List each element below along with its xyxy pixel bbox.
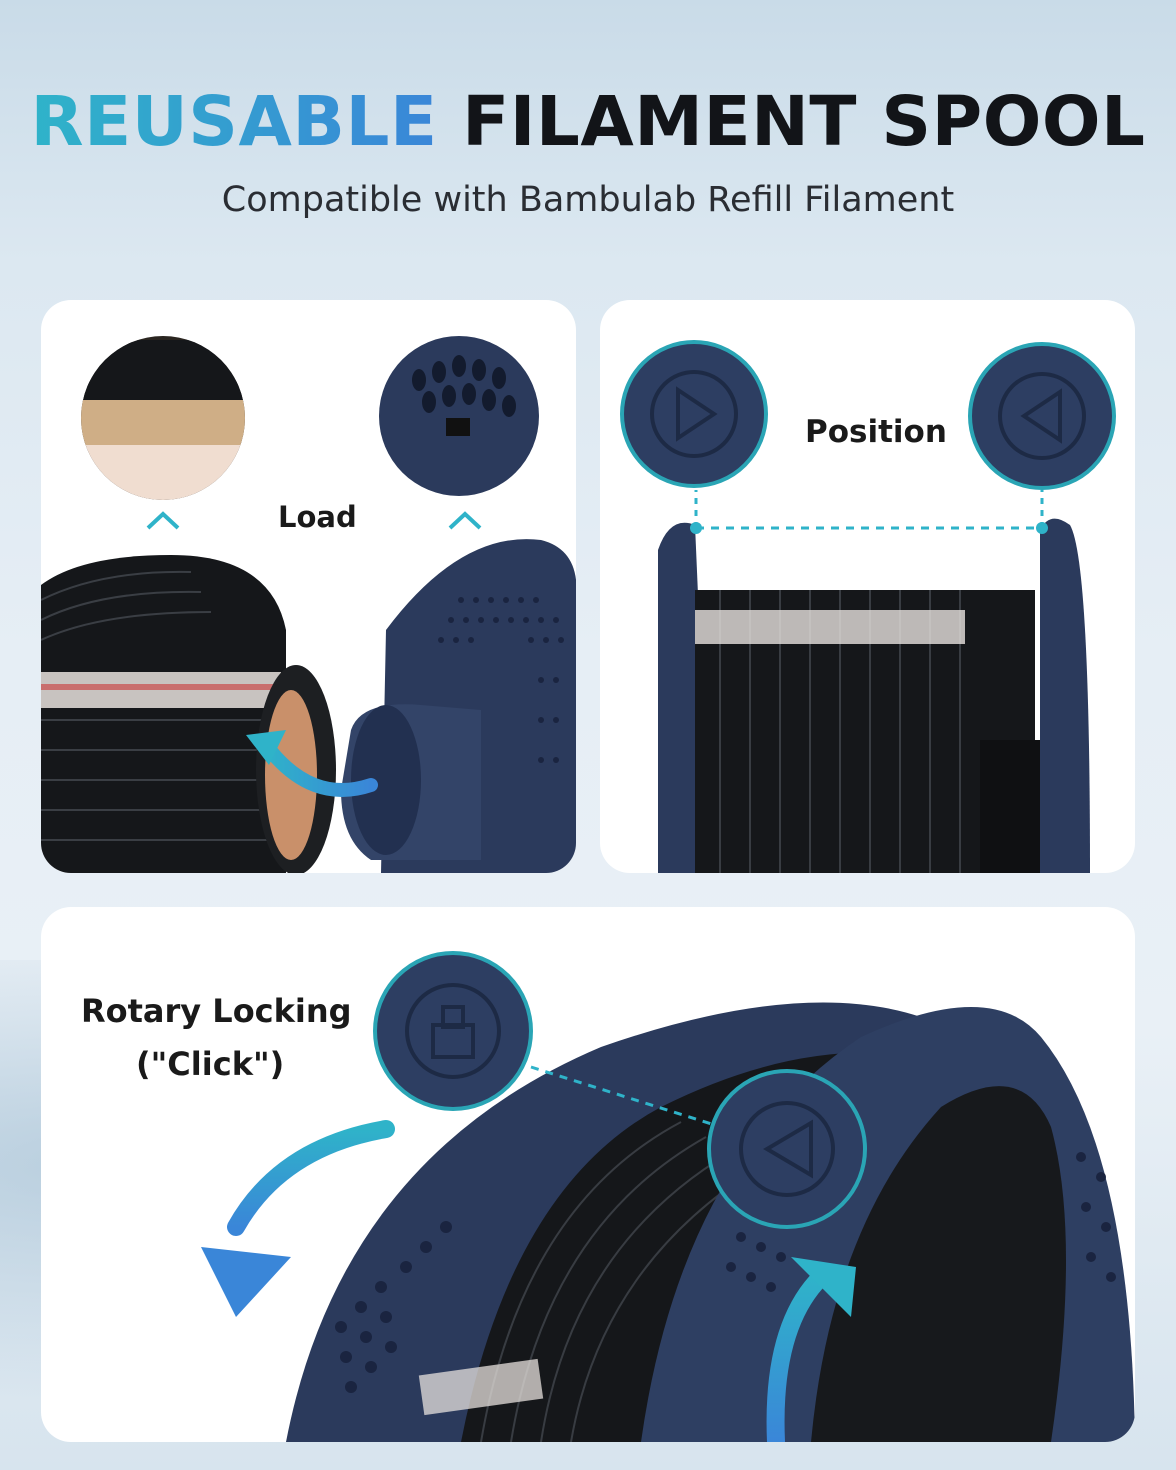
load-label: Load — [278, 500, 357, 534]
title-accent: REUSABLE — [30, 82, 438, 162]
title-main: FILAMENT SPOOL — [462, 82, 1146, 162]
rotary-illustration — [201, 951, 1135, 1442]
chevron-up-icon — [146, 511, 180, 530]
position-illustration — [620, 340, 1116, 873]
chevron-up-icon — [448, 511, 482, 530]
position-label: Position — [805, 414, 947, 450]
triangle-marker-icon — [707, 1069, 867, 1229]
refill-coil-image — [41, 555, 336, 873]
position-marker-right-icon — [968, 342, 1116, 490]
rotary-label-line1: Rotary Locking — [81, 992, 352, 1030]
page-subtitle: Compatible with Bambulab Refill Filament — [221, 180, 955, 220]
lock-marker-icon — [373, 951, 533, 1111]
assembled-spool-image — [658, 518, 1090, 873]
rotary-locking-panel: Rotary Locking ("Click") — [41, 907, 1135, 1442]
load-illustration — [41, 336, 576, 873]
spool-half-image — [341, 539, 576, 873]
load-panel: Load — [41, 300, 576, 873]
rotate-left-arrow-icon — [227, 1120, 395, 1236]
position-panel: Position — [600, 300, 1135, 873]
locking-alignment-line — [530, 1065, 722, 1129]
zoom-circle-spool-image — [379, 336, 539, 496]
position-marker-left-icon — [620, 340, 768, 488]
rotary-label-line2: ("Click") — [136, 1045, 285, 1083]
load-arrow-icon — [259, 738, 378, 797]
page-title: REUSABLE FILAMENT SPOOL — [0, 82, 1176, 162]
zoom-circle-coil-image — [81, 336, 245, 500]
rotate-right-arrow-icon — [766, 1268, 830, 1442]
